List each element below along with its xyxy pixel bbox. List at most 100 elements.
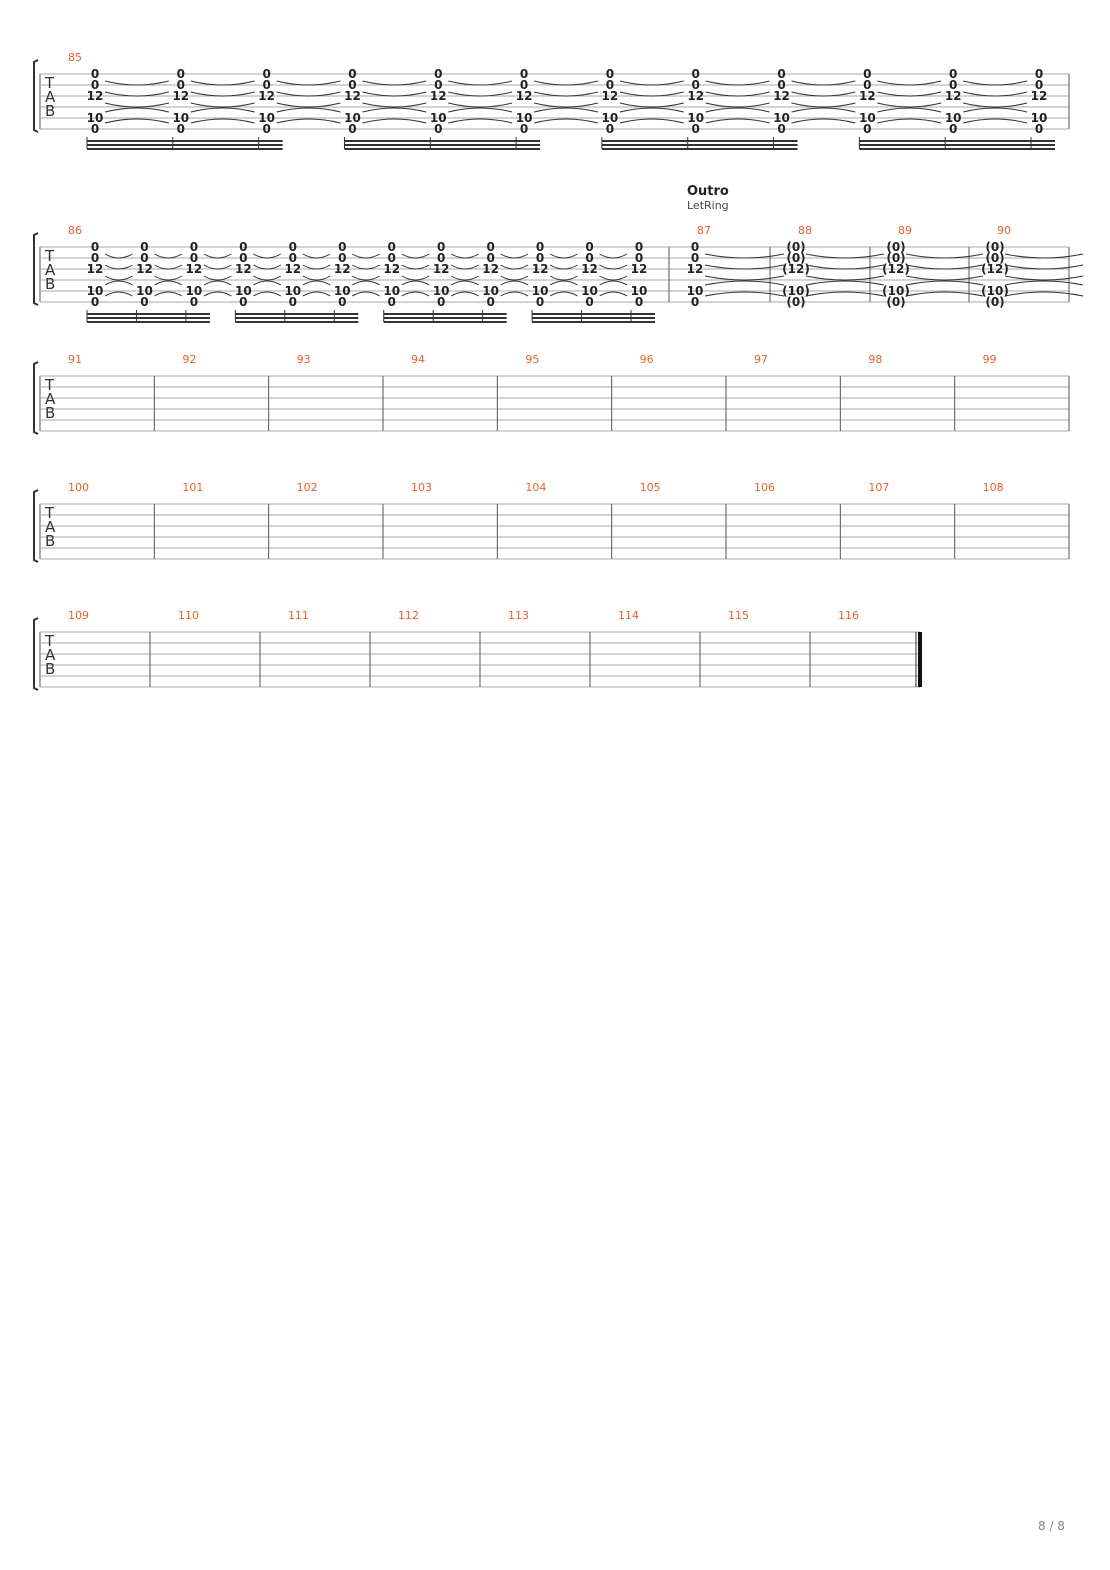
fret-number: 0 <box>585 251 593 265</box>
fret-number: 0 <box>348 122 356 136</box>
tie-arc <box>401 280 430 286</box>
tie-arc <box>352 280 380 286</box>
fret-number: 0 <box>437 251 445 265</box>
fret-number: 0 <box>691 240 699 254</box>
tie-arc <box>302 291 331 297</box>
tie-arc <box>203 280 232 286</box>
tie-arc <box>905 280 984 286</box>
bar-number: 107 <box>868 481 889 494</box>
fret-number: 10 <box>334 284 351 298</box>
fret-number: 10 <box>258 111 275 125</box>
fret-number: 0 <box>863 78 871 92</box>
tie-arc <box>253 291 282 297</box>
tie-arc <box>791 102 856 108</box>
tab-clef-letter: T <box>44 74 55 92</box>
tie-arc <box>500 264 529 270</box>
tie-arc <box>154 291 183 297</box>
fret-number: 12 <box>284 262 301 276</box>
tie-arc <box>549 275 578 281</box>
tie-arc <box>705 80 770 86</box>
tie-arc <box>905 253 984 259</box>
fret-number: 0 <box>520 67 528 81</box>
fret-number: 0 <box>692 122 700 136</box>
tie-arc <box>276 107 341 113</box>
fret-number: 0 <box>177 78 185 92</box>
bar-number: 86 <box>68 224 82 237</box>
system-bracket <box>33 59 39 133</box>
fret-number: 10 <box>87 111 104 125</box>
fret-number: 10 <box>172 111 189 125</box>
tie-arc <box>533 118 599 124</box>
tie-arc <box>549 253 578 259</box>
fret-number: 0 <box>190 295 198 309</box>
fret-number: 10 <box>383 284 400 298</box>
tie-arc <box>1004 291 1084 297</box>
tie-arc <box>104 91 169 97</box>
tie-arc <box>302 275 331 281</box>
fret-number: 10 <box>602 111 619 125</box>
fret-number: 12 <box>186 262 203 276</box>
fret-number: 0 <box>536 251 544 265</box>
tie-arc <box>450 264 479 270</box>
fret-number: 0 <box>486 251 494 265</box>
tie-arc <box>704 291 785 297</box>
tie-arc <box>154 264 183 270</box>
fret-number: 0 <box>434 122 442 136</box>
fret-number: 0 <box>585 240 593 254</box>
fret-number: 0 <box>691 295 699 309</box>
fret-number: 0 <box>140 240 148 254</box>
tie-arc <box>599 275 628 281</box>
fret-number: 0 <box>949 78 957 92</box>
tie-arc <box>401 253 430 259</box>
fret-number: 0 <box>777 78 785 92</box>
tie-arc <box>362 102 427 108</box>
fret-number: 12 <box>859 89 876 103</box>
fret-number: 0 <box>91 295 99 309</box>
tie-arc <box>533 107 599 113</box>
tie-arc <box>905 291 984 297</box>
fret-number: 0 <box>338 240 346 254</box>
fret-number: (10) <box>981 284 1009 298</box>
fret-number: 12 <box>687 262 704 276</box>
bar-number: 92 <box>182 353 196 366</box>
bar-number: 88 <box>798 224 812 237</box>
fret-number: 0 <box>692 78 700 92</box>
fret-number: 12 <box>1031 89 1048 103</box>
fret-number: 12 <box>482 262 499 276</box>
tie-arc <box>203 275 232 281</box>
fret-number: (0) <box>985 251 1004 265</box>
bar-number: 102 <box>297 481 318 494</box>
bar-number: 87 <box>697 224 711 237</box>
tie-arc <box>705 118 770 124</box>
fret-number: (12) <box>981 262 1009 276</box>
tie-arc <box>276 102 341 108</box>
tab-clef-letter: T <box>44 376 55 394</box>
tie-arc <box>190 80 255 86</box>
bar-number: 110 <box>178 609 199 622</box>
fret-number: 0 <box>177 122 185 136</box>
fret-number: 0 <box>338 251 346 265</box>
tie-arc <box>448 102 513 108</box>
page-number: 8 / 8 <box>1038 1519 1065 1533</box>
tie-arc <box>533 80 599 86</box>
fret-number: 12 <box>581 262 598 276</box>
tab-clef-letter: T <box>44 504 55 522</box>
fret-number: 12 <box>87 89 104 103</box>
tie-arc <box>203 291 232 297</box>
fret-number: 0 <box>177 67 185 81</box>
tie-arc <box>791 118 856 124</box>
fret-number: 0 <box>1035 122 1043 136</box>
tie-arc <box>276 118 341 124</box>
fret-number: 0 <box>949 67 957 81</box>
tie-arc <box>704 280 785 286</box>
bar-number: 95 <box>525 353 539 366</box>
fret-number: 0 <box>520 122 528 136</box>
fret-number: 0 <box>692 67 700 81</box>
tie-arc <box>1004 253 1084 259</box>
fret-number: 0 <box>691 251 699 265</box>
fret-number: 10 <box>235 284 252 298</box>
tie-arc <box>805 280 885 286</box>
tie-arc <box>450 275 479 281</box>
section-title: Outro <box>687 184 729 199</box>
tie-arc <box>533 102 599 108</box>
